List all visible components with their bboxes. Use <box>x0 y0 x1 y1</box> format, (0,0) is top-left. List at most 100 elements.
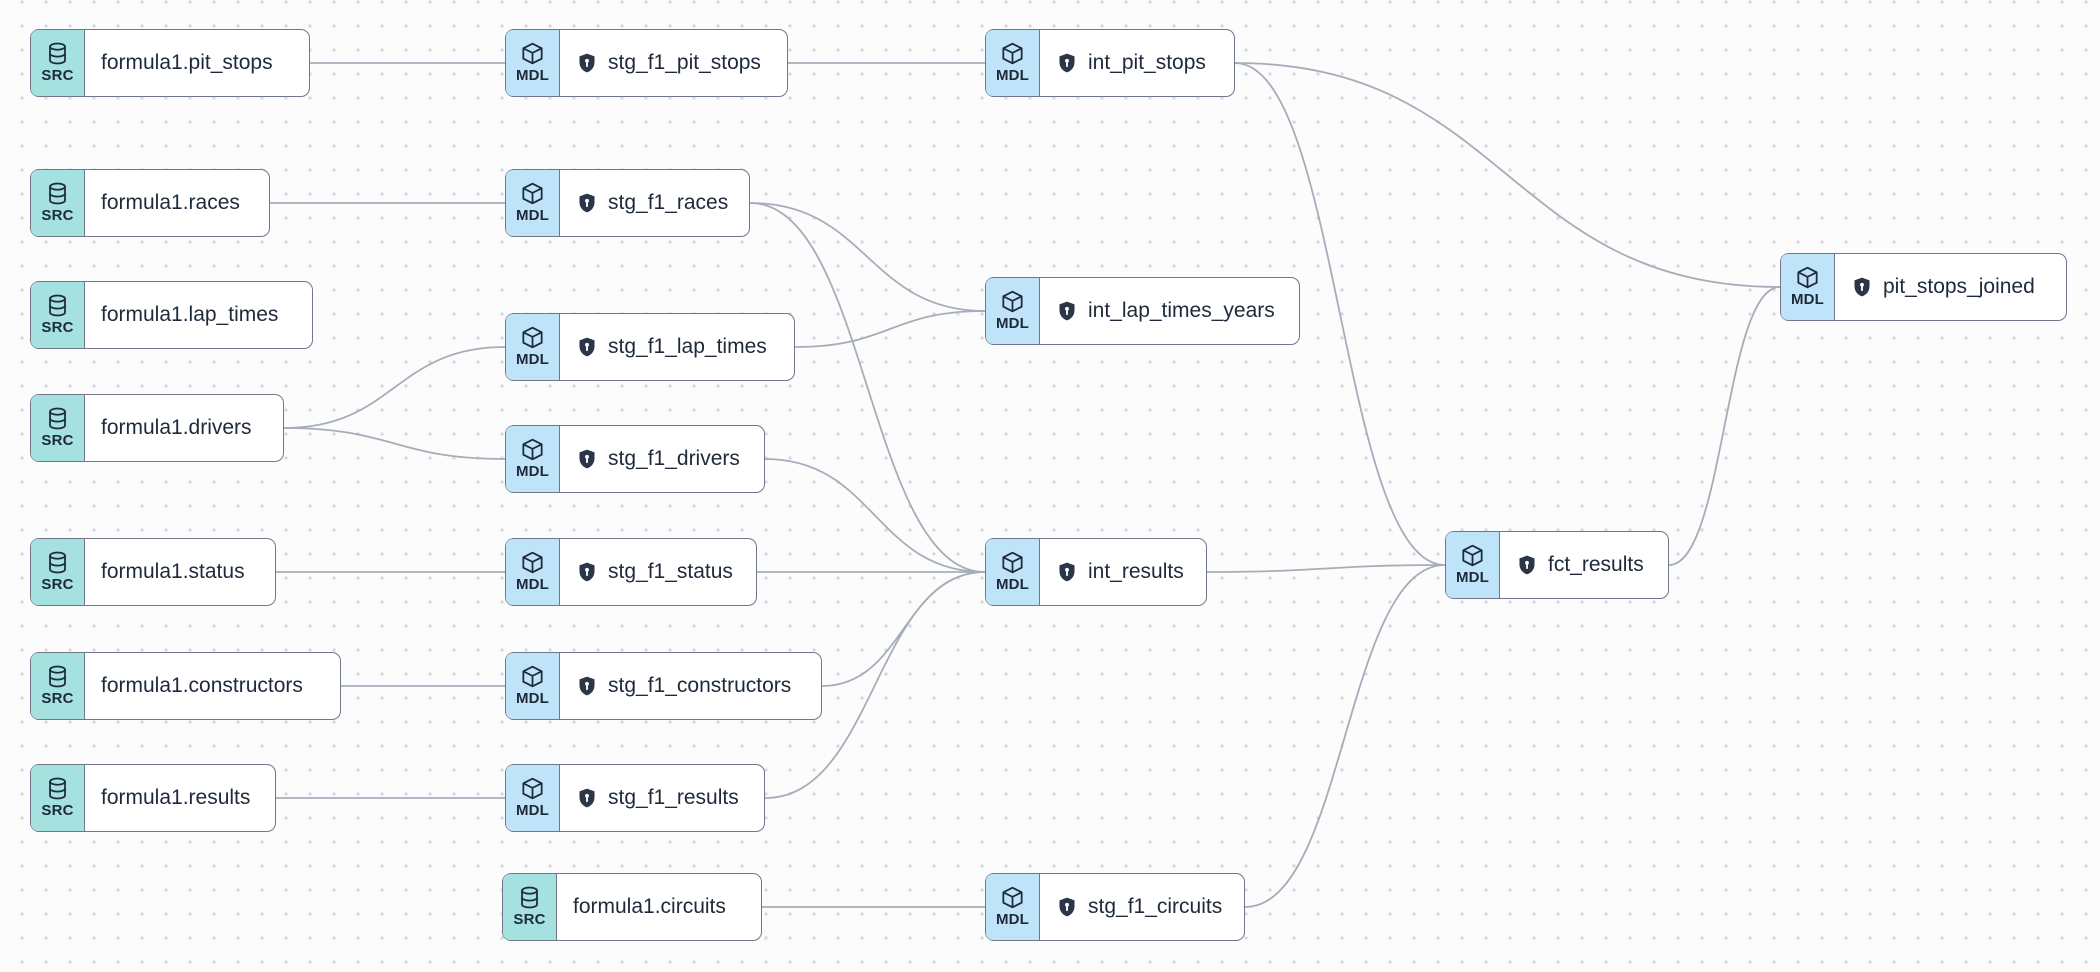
shield-lock-icon <box>576 336 598 358</box>
node-label: stg_f1_circuits <box>1088 895 1223 918</box>
node-label: formula1.results <box>101 786 251 809</box>
node-body: stg_f1_circuits <box>1040 874 1244 940</box>
node-body: stg_f1_results <box>560 765 764 831</box>
node-kind-label: SRC <box>41 576 74 594</box>
node-label: formula1.circuits <box>573 895 726 918</box>
cube-icon: MDL <box>506 539 560 605</box>
shield-lock-icon <box>576 675 598 697</box>
node-body: formula1.lap_times <box>85 282 312 348</box>
node-label: formula1.lap_times <box>101 303 279 326</box>
edge-stg_circuits-to-fct_results <box>1244 564 1446 908</box>
node-kind-label: SRC <box>41 319 74 337</box>
node-body: formula1.races <box>85 170 269 236</box>
node-kind-label: MDL <box>515 576 550 594</box>
node-kind-label: SRC <box>41 67 74 85</box>
edge-stg_races-to-int_results <box>749 202 986 573</box>
cube-icon: MDL <box>506 170 560 236</box>
node-body: pit_stops_joined <box>1835 254 2066 320</box>
dag-node-src_lap_times[interactable]: SRC formula1.lap_times <box>30 281 313 349</box>
cube-icon: MDL <box>1781 254 1835 320</box>
database-icon: SRC <box>31 765 85 831</box>
edge-int_pit_stops-to-fct_results <box>1234 62 1446 566</box>
database-icon: SRC <box>31 395 85 461</box>
node-kind-label: SRC <box>41 802 74 820</box>
node-kind-label: MDL <box>515 802 550 820</box>
edge-src_drivers-to-stg_lap_times <box>283 346 506 429</box>
node-body: formula1.circuits <box>557 874 761 940</box>
dag-node-src_drivers[interactable]: SRC formula1.drivers <box>30 394 284 462</box>
node-kind-label: MDL <box>515 690 550 708</box>
shield-lock-icon <box>576 787 598 809</box>
dag-node-src_results[interactable]: SRC formula1.results <box>30 764 276 832</box>
node-kind-label: MDL <box>995 911 1030 929</box>
node-body: int_results <box>1040 539 1206 605</box>
node-body: formula1.results <box>85 765 275 831</box>
node-label: stg_f1_constructors <box>608 674 792 697</box>
node-body: stg_f1_pit_stops <box>560 30 787 96</box>
dag-node-pit_stops_joined[interactable]: MDL pit_stops_joined <box>1780 253 2067 321</box>
node-body: stg_f1_status <box>560 539 756 605</box>
node-label: int_results <box>1088 560 1184 583</box>
cube-icon: MDL <box>986 278 1040 344</box>
node-body: int_pit_stops <box>1040 30 1234 96</box>
dag-node-src_circuits[interactable]: SRC formula1.circuits <box>502 873 762 941</box>
shield-lock-icon <box>1056 300 1078 322</box>
cube-icon: MDL <box>986 874 1040 940</box>
shield-lock-icon <box>576 52 598 74</box>
node-kind-label: MDL <box>995 315 1030 333</box>
dag-node-int_pit_stops[interactable]: MDL int_pit_stops <box>985 29 1235 97</box>
node-label: int_lap_times_years <box>1088 299 1275 322</box>
dag-node-stg_races[interactable]: MDL stg_f1_races <box>505 169 750 237</box>
edge-fct_results-to-pit_stops_joined <box>1668 286 1781 566</box>
dag-node-src_pit_stops[interactable]: SRC formula1.pit_stops <box>30 29 310 97</box>
node-label: formula1.constructors <box>101 674 303 697</box>
edge-src_drivers-to-stg_drivers <box>283 427 506 460</box>
cube-icon: MDL <box>506 765 560 831</box>
node-label: stg_f1_pit_stops <box>608 51 761 74</box>
edge-int_results-to-fct_results <box>1206 564 1446 573</box>
dag-node-int_results[interactable]: MDL int_results <box>985 538 1207 606</box>
shield-lock-icon <box>1056 52 1078 74</box>
cube-icon: MDL <box>986 539 1040 605</box>
dag-node-int_lap_times_years[interactable]: MDL int_lap_times_years <box>985 277 1300 345</box>
node-body: stg_f1_constructors <box>560 653 821 719</box>
database-icon: SRC <box>31 170 85 236</box>
cube-icon: MDL <box>1446 532 1500 598</box>
dag-node-stg_constructors[interactable]: MDL stg_f1_constructors <box>505 652 822 720</box>
dag-node-stg_circuits[interactable]: MDL stg_f1_circuits <box>985 873 1245 941</box>
cube-icon: MDL <box>506 426 560 492</box>
node-body: stg_f1_races <box>560 170 749 236</box>
node-label: pit_stops_joined <box>1883 275 2035 298</box>
database-icon: SRC <box>31 653 85 719</box>
dag-node-stg_results[interactable]: MDL stg_f1_results <box>505 764 765 832</box>
database-icon: SRC <box>31 539 85 605</box>
shield-lock-icon <box>576 192 598 214</box>
edge-stg_races-to-int_lap_times_years <box>749 202 986 312</box>
dag-node-src_constructors[interactable]: SRC formula1.constructors <box>30 652 341 720</box>
node-label: stg_f1_results <box>608 786 739 809</box>
node-body: formula1.pit_stops <box>85 30 309 96</box>
database-icon: SRC <box>31 282 85 348</box>
node-label: formula1.drivers <box>101 416 252 439</box>
dag-node-src_races[interactable]: SRC formula1.races <box>30 169 270 237</box>
dag-node-stg_status[interactable]: MDL stg_f1_status <box>505 538 757 606</box>
node-kind-label: MDL <box>1790 291 1825 309</box>
node-kind-label: SRC <box>41 432 74 450</box>
cube-icon: MDL <box>986 30 1040 96</box>
shield-lock-icon <box>1056 896 1078 918</box>
node-body: int_lap_times_years <box>1040 278 1299 344</box>
node-label: stg_f1_lap_times <box>608 335 767 358</box>
node-label: stg_f1_races <box>608 191 729 214</box>
node-label: formula1.races <box>101 191 240 214</box>
node-kind-label: SRC <box>513 911 546 929</box>
node-label: int_pit_stops <box>1088 51 1206 74</box>
node-body: stg_f1_lap_times <box>560 314 794 380</box>
